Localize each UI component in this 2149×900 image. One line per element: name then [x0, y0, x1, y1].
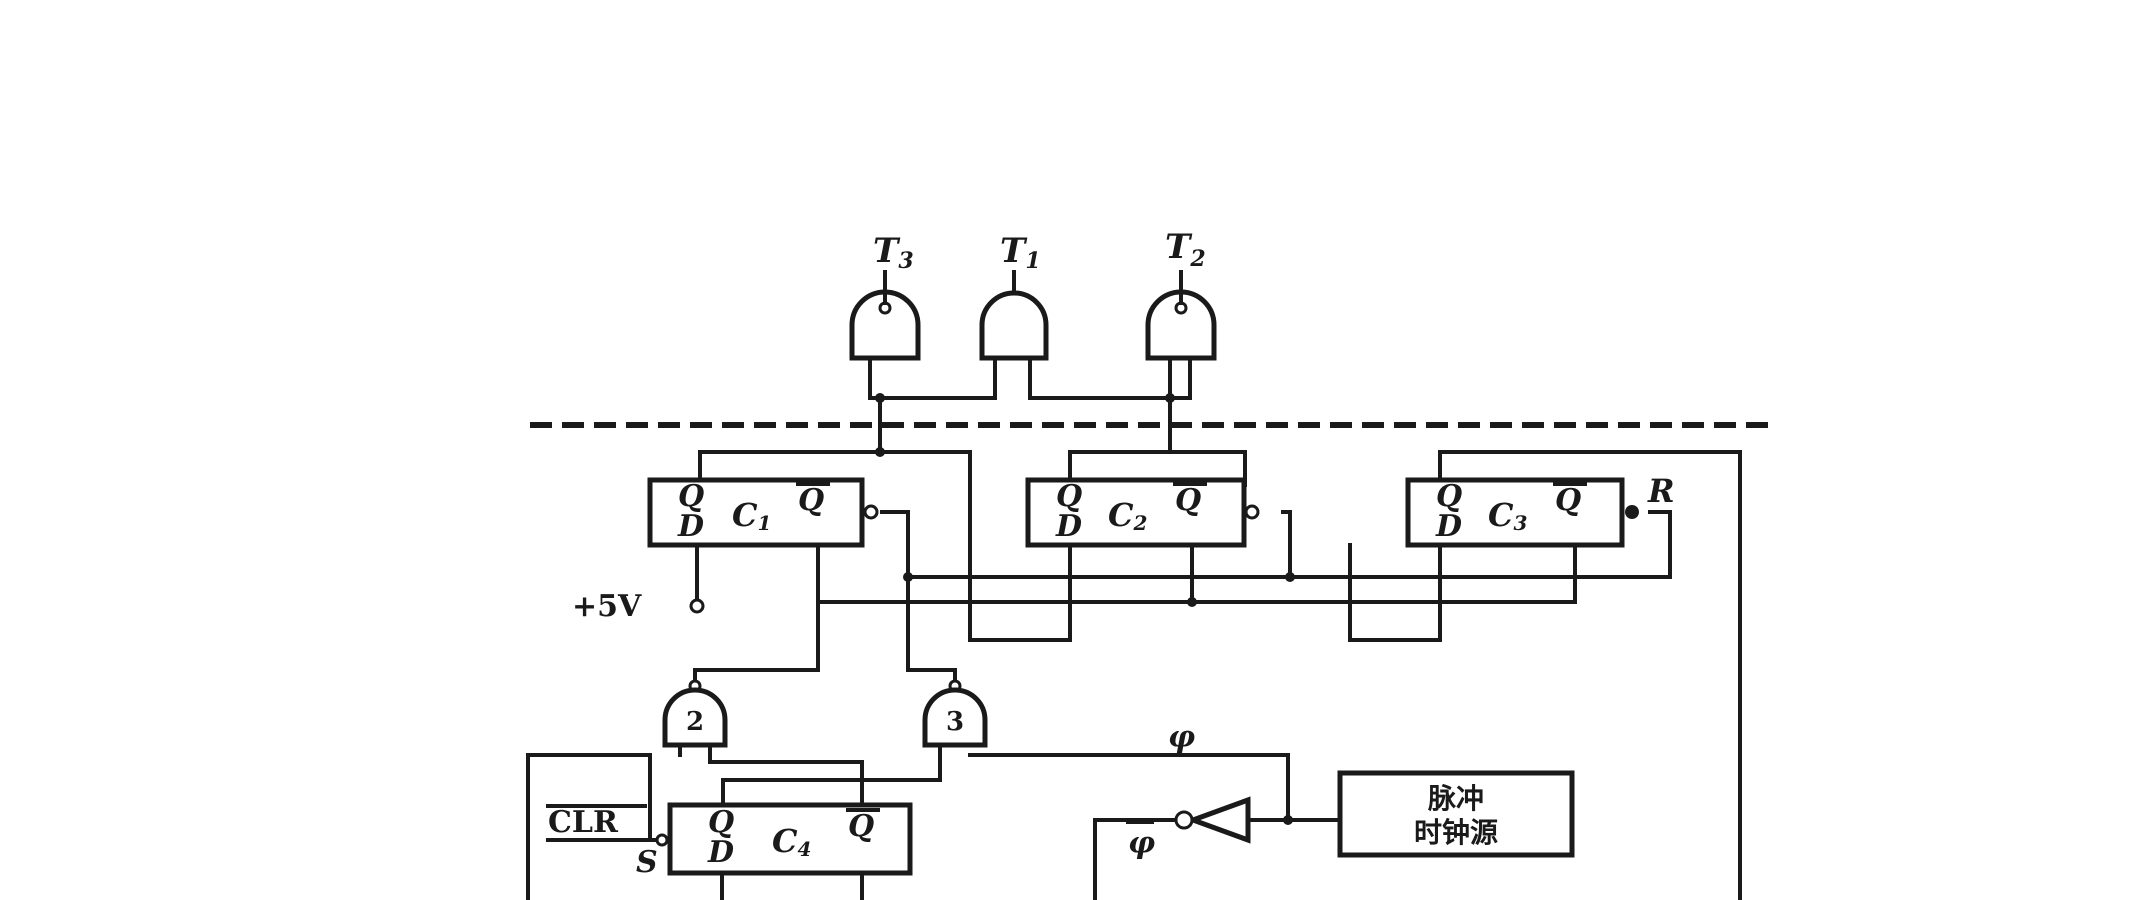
set-label: S — [636, 845, 658, 880]
c1-d: D — [677, 509, 704, 544]
c3-qbar: Q — [1555, 483, 1581, 518]
phi-bar-label: φ — [1128, 826, 1155, 861]
gate-3-label: 3 — [946, 707, 964, 737]
c3-c: C3 — [1488, 496, 1527, 535]
phi-label: φ — [1168, 720, 1195, 755]
clock-source-line2: 时钟源 — [1414, 816, 1498, 849]
clear-set-labels: CLR S — [546, 804, 658, 880]
c2-c: C2 — [1108, 496, 1147, 535]
c3-q: Q — [1436, 479, 1462, 514]
c4-c: C4 — [772, 822, 811, 861]
label-t3: T3 — [873, 231, 914, 274]
c3-d: D — [1435, 509, 1462, 544]
flipflop-c4: Q D C4 Q — [655, 802, 913, 876]
clock-source-box: 脉冲 时钟源 — [1337, 770, 1575, 858]
c1-c: C1 — [732, 496, 771, 535]
gate-2: 2 — [662, 679, 728, 748]
junction-dots — [875, 393, 1295, 825]
c4-d: D — [707, 835, 734, 870]
c2-d: D — [1055, 509, 1082, 544]
phi-bar: φ — [1126, 820, 1155, 861]
gate-2-label: 2 — [686, 707, 704, 737]
clock-source-line1: 脉冲 — [1428, 782, 1484, 815]
c1-q: Q — [678, 479, 704, 514]
c4-q: Q — [708, 805, 734, 840]
gate-t1 — [979, 270, 1049, 361]
flipflop-c1: Q D C1 Q — [647, 477, 879, 548]
wiring — [526, 358, 1742, 900]
label-t2: T2 — [1165, 227, 1206, 272]
flipflop-c2: Q D C2 Q — [1025, 477, 1260, 548]
c2-qbar: Q — [1175, 483, 1201, 518]
gate-3: 3 — [922, 679, 988, 748]
vcc-terminal: +5V — [572, 589, 705, 624]
flipflop-c3: Q D C3 Q R — [1405, 472, 1675, 548]
gate-t3 — [849, 270, 921, 361]
clear-label: CLR — [548, 805, 619, 840]
vcc-label: +5V — [572, 589, 642, 624]
inverter — [1174, 796, 1251, 844]
gate-t2 — [1145, 270, 1217, 361]
reset-label: R — [1647, 472, 1675, 510]
c4-qbar: Q — [848, 809, 874, 844]
c2-q: Q — [1056, 479, 1082, 514]
c1-qbar: Q — [798, 483, 824, 518]
label-t1: T1 — [1000, 231, 1041, 274]
